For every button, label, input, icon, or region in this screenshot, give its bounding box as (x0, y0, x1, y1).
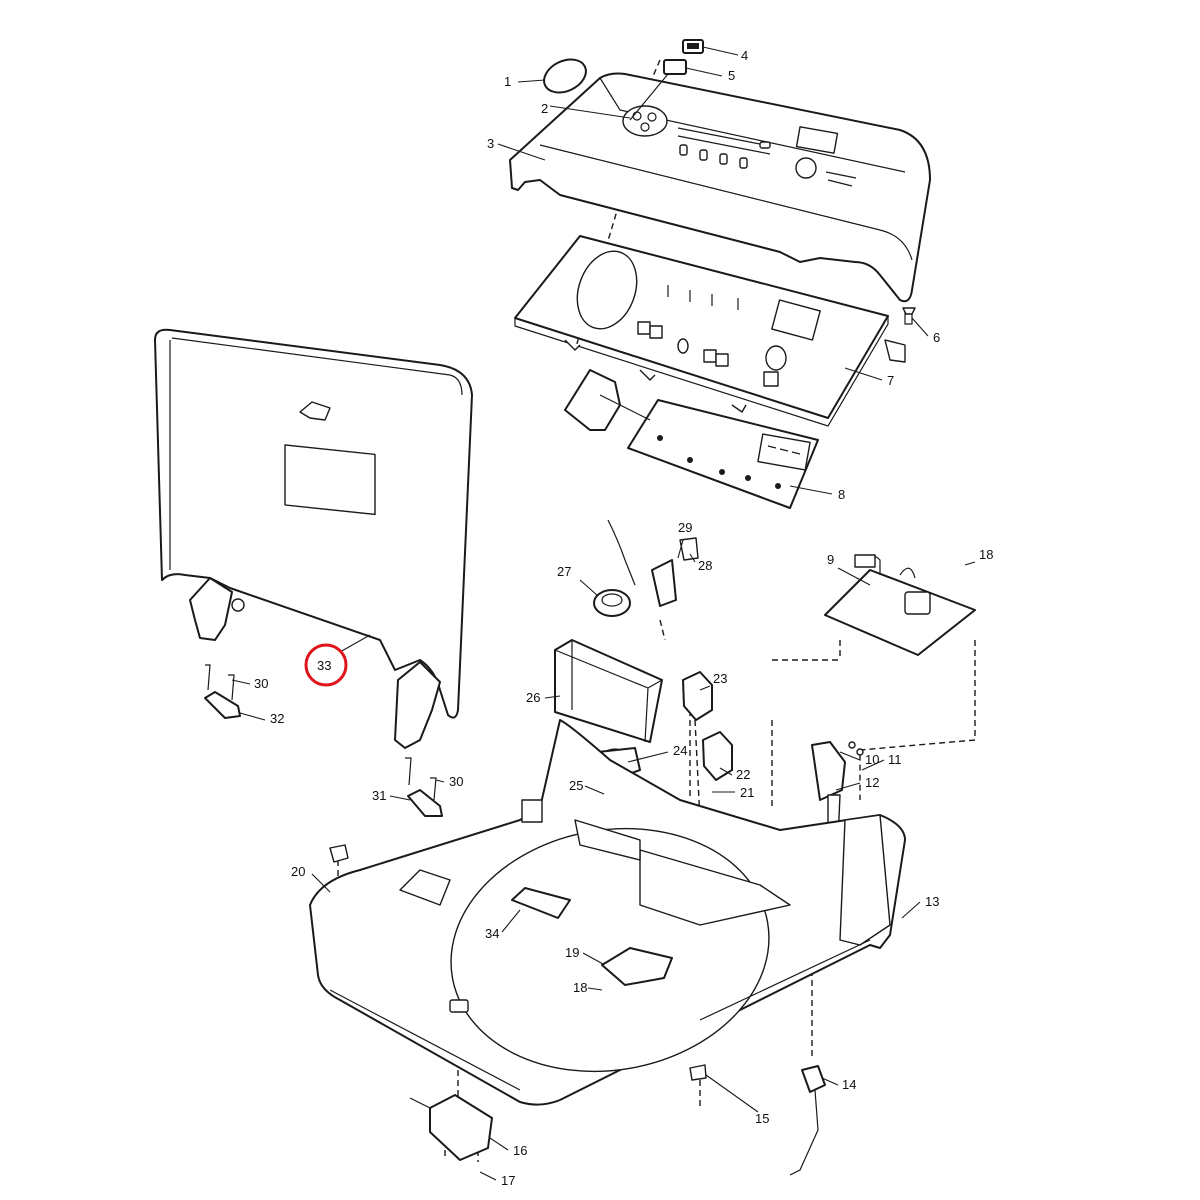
filter-and-mount (511, 887, 673, 986)
callout-leader-4 (702, 46, 739, 56)
console-inner-panel (514, 235, 906, 427)
washer-lid (154, 328, 473, 749)
callout-leader-8 (789, 485, 833, 495)
callout-leader-23 (699, 685, 711, 691)
callout-leader-33 (339, 634, 371, 653)
callout-label-12: 12 (865, 775, 879, 790)
callout-label-28: 28 (698, 558, 712, 573)
knob (543, 58, 587, 94)
callout-leader-28 (689, 553, 696, 563)
callout-label-2: 2 (541, 101, 548, 116)
callout-leader-18 (587, 987, 603, 991)
callout-leader-29 (677, 539, 684, 559)
callout-leader-25 (584, 785, 605, 795)
callout-leader-13 (901, 901, 921, 919)
callout-leader-19 (582, 952, 604, 965)
connector-5 (663, 59, 687, 75)
callout-label-7: 7 (887, 373, 894, 388)
callout-label-14: 14 (842, 1077, 856, 1092)
callout-label-3: 3 (487, 136, 494, 151)
callout-leader-34 (501, 909, 521, 933)
callout-leader-14 (821, 1077, 839, 1086)
callout-label-21: 21 (740, 785, 754, 800)
callout-label-33: 33 (317, 658, 331, 673)
callout-leader-16 (489, 1137, 509, 1151)
callout-label-18: 18 (979, 547, 993, 562)
callout-leader-10 (839, 751, 861, 761)
callout-label-31: 31 (372, 788, 386, 803)
callout-leader-15 (705, 1074, 759, 1113)
highlight-ring (304, 643, 348, 687)
callout-label-34: 34 (485, 926, 499, 941)
callout-leader-12 (835, 782, 861, 791)
display-pcb (564, 369, 819, 509)
callout-label-1: 1 (504, 74, 511, 89)
callout-label-19: 19 (565, 945, 579, 960)
callout-label-16: 16 (513, 1143, 527, 1158)
callout-leader-30 (435, 779, 445, 783)
callout-leader-32 (239, 712, 266, 721)
control-board (824, 554, 976, 656)
callout-label-26: 26 (526, 690, 540, 705)
callout-label-18: 18 (573, 980, 587, 995)
callout-label-5: 5 (728, 68, 735, 83)
callout-leader-7 (844, 367, 883, 381)
callout-label-13: 13 (925, 894, 939, 909)
callout-leader-24 (627, 751, 669, 763)
callout-leader-6 (911, 317, 929, 337)
dispenser-box (554, 639, 663, 743)
callout-label-4: 4 (741, 48, 748, 63)
callout-leader-3 (497, 143, 546, 161)
callout-label-11: 11 (888, 752, 902, 767)
callout-leader-5 (685, 67, 723, 77)
callout-leader-27 (579, 579, 599, 597)
callout-label-30: 30 (449, 774, 463, 789)
callout-leader-9 (837, 567, 871, 586)
small-top-parts (543, 39, 916, 325)
hinge-brackets (204, 664, 443, 817)
callout-label-8: 8 (838, 487, 845, 502)
callout-label-30: 30 (254, 676, 268, 691)
callout-leader-2 (549, 105, 631, 119)
washer-top-cover-base (309, 719, 906, 1106)
callout-leader-20 (311, 873, 331, 893)
callout-leader-30 (231, 679, 251, 685)
callout-leader-17 (479, 1171, 497, 1181)
callout-label-22: 22 (736, 767, 750, 782)
callout-label-27: 27 (557, 564, 571, 579)
callout-label-20: 20 (291, 864, 305, 879)
callout-leader-31 (389, 795, 411, 801)
pressure-switch-and-valves (593, 519, 699, 617)
callout-label-15: 15 (755, 1111, 769, 1126)
level-tube-and-switch (409, 1065, 826, 1176)
callout-label-9: 9 (827, 552, 834, 567)
callout-label-17: 17 (501, 1173, 515, 1188)
callout-label-29: 29 (678, 520, 692, 535)
callout-leader-1 (517, 79, 546, 83)
callout-label-24: 24 (673, 743, 687, 758)
callout-leader-22 (719, 767, 733, 776)
callout-leader-26 (544, 695, 561, 699)
callout-label-6: 6 (933, 330, 940, 345)
callout-leader-18 (964, 561, 976, 566)
callout-label-23: 23 (713, 671, 727, 686)
console-buttons (679, 141, 771, 169)
callout-label-32: 32 (270, 711, 284, 726)
callout-label-25: 25 (569, 778, 583, 793)
callout-leader-11 (861, 759, 885, 771)
